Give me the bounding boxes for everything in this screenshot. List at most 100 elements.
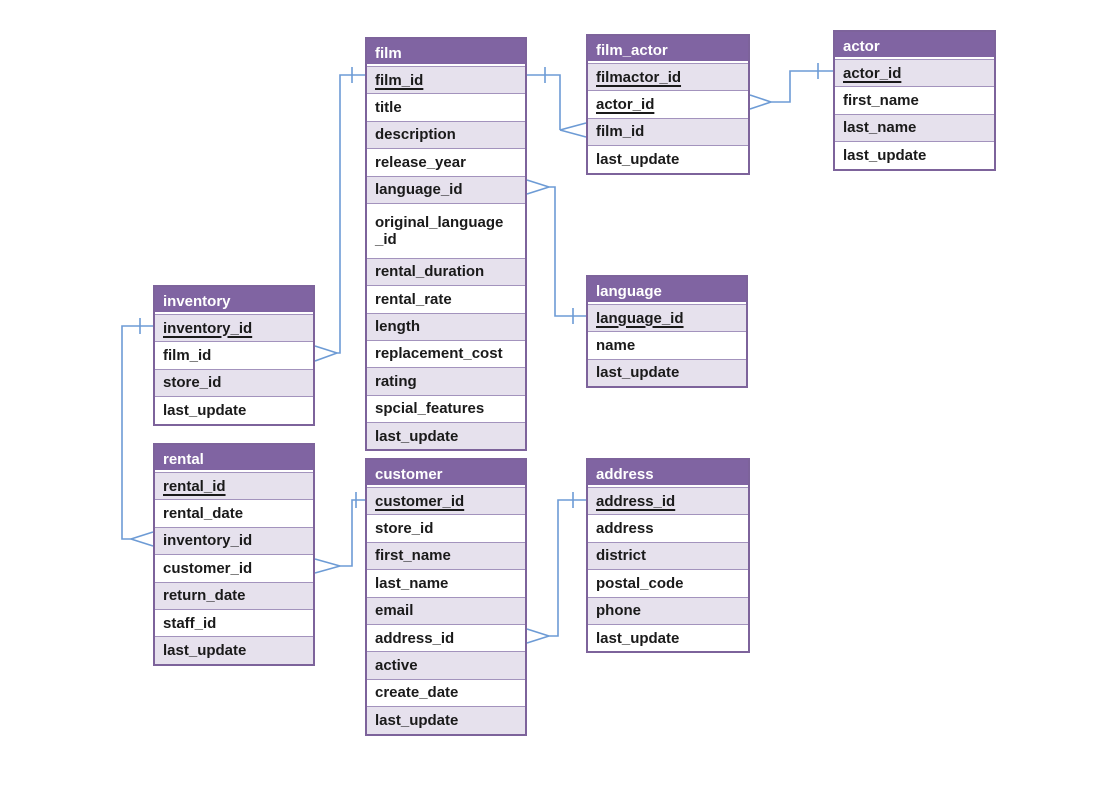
crows-foot-many-icon bbox=[559, 122, 587, 131]
column-name: store_id bbox=[163, 374, 222, 392]
relationship-rental-customer bbox=[314, 492, 365, 574]
column-row: replacement_cost bbox=[367, 339, 525, 368]
column-row: film_id bbox=[588, 117, 748, 146]
connector-line bbox=[771, 70, 833, 103]
crows-foot-many-icon bbox=[314, 345, 338, 354]
column-row: language_id bbox=[588, 304, 746, 332]
column-row: customer_id bbox=[155, 554, 313, 582]
column-name: staff_id bbox=[163, 614, 217, 632]
column-name-pk: inventory_id bbox=[163, 319, 253, 337]
column-row: create_date bbox=[367, 678, 525, 707]
column-name-pk: actor_id bbox=[843, 64, 902, 82]
column-name: description bbox=[375, 126, 456, 144]
column-name: active bbox=[375, 656, 418, 674]
column-name: last_update bbox=[596, 150, 680, 168]
column-row: address bbox=[588, 514, 748, 542]
column-name: first_name bbox=[843, 91, 919, 109]
column-name: email bbox=[375, 602, 414, 620]
table-title: film bbox=[367, 39, 525, 66]
relationship-inventory-film bbox=[314, 67, 365, 362]
column-row: store_id bbox=[155, 368, 313, 397]
column-name: rental_rate bbox=[375, 290, 452, 308]
column-row: inventory_id bbox=[155, 526, 313, 555]
column-row: rating bbox=[367, 367, 525, 395]
connector-line bbox=[549, 186, 586, 317]
column-row: staff_id bbox=[155, 608, 313, 637]
column-row: length bbox=[367, 312, 525, 340]
column-row: rental_rate bbox=[367, 285, 525, 313]
column-name: spcial_features bbox=[375, 400, 485, 418]
column-name: release_year bbox=[375, 153, 466, 171]
column-name: film_id bbox=[163, 346, 212, 364]
column-row: postal_code bbox=[588, 569, 748, 597]
relationship-rental-inventory bbox=[121, 318, 154, 547]
crows-foot-many-icon bbox=[130, 531, 154, 540]
column-name: original_language _id bbox=[375, 213, 504, 248]
relationship-customer-address bbox=[526, 492, 586, 644]
column-name: phone bbox=[596, 602, 641, 620]
column-row: title bbox=[367, 93, 525, 121]
column-row: original_language _id bbox=[367, 202, 525, 258]
column-row: spcial_features bbox=[367, 394, 525, 423]
column-name: store_id bbox=[375, 519, 434, 537]
column-row: address_id bbox=[367, 623, 525, 652]
relationship-film_actor-actor bbox=[749, 63, 833, 110]
column-name: inventory_id bbox=[163, 532, 253, 550]
column-row: store_id bbox=[367, 514, 525, 542]
column-row: rental_date bbox=[155, 499, 313, 527]
column-name: last_update bbox=[596, 629, 680, 647]
crows-foot-many-icon bbox=[314, 558, 341, 567]
column-name-pk: filmactor_id bbox=[596, 68, 682, 86]
crows-foot-many-icon bbox=[526, 186, 550, 195]
column-name: last_update bbox=[375, 711, 459, 729]
column-name-pk: address_id bbox=[596, 492, 676, 510]
column-name: last_update bbox=[843, 146, 927, 164]
connector-line bbox=[527, 74, 561, 130]
column-name: create_date bbox=[375, 684, 459, 702]
column-name: replacement_cost bbox=[375, 345, 503, 363]
column-row: rental_duration bbox=[367, 257, 525, 286]
column-name: rental_duration bbox=[375, 263, 485, 281]
table-title: language bbox=[588, 277, 746, 304]
column-name: last_update bbox=[163, 401, 247, 419]
crows-foot-many-icon bbox=[314, 352, 338, 362]
crows-foot-many-icon bbox=[526, 635, 550, 644]
column-row: address_id bbox=[588, 487, 748, 515]
column-row: inventory_id bbox=[155, 314, 313, 342]
column-name-pk: customer_id bbox=[375, 492, 465, 510]
column-name: return_date bbox=[163, 587, 246, 605]
column-name: name bbox=[596, 336, 636, 354]
table-title: actor bbox=[835, 32, 994, 59]
column-row: film_id bbox=[367, 66, 525, 94]
column-name: first_name bbox=[375, 547, 451, 565]
column-row: customer_id bbox=[367, 487, 525, 515]
column-row: return_date bbox=[155, 581, 313, 609]
column-row: last_update bbox=[367, 422, 525, 450]
column-row: last_name bbox=[367, 569, 525, 597]
column-name: rating bbox=[375, 372, 417, 390]
table-title: address bbox=[588, 460, 748, 487]
connector-line bbox=[340, 499, 365, 567]
column-row: active bbox=[367, 651, 525, 679]
column-row: last_update bbox=[155, 396, 313, 424]
column-name: last_update bbox=[375, 427, 459, 445]
column-row: last_update bbox=[835, 141, 994, 169]
column-name: address_id bbox=[375, 629, 455, 647]
column-row: last_update bbox=[588, 623, 748, 652]
crows-foot-many-icon bbox=[526, 628, 550, 637]
column-row: filmactor_id bbox=[588, 63, 748, 91]
column-row: rental_id bbox=[155, 472, 313, 500]
column-row: last_update bbox=[588, 358, 746, 387]
column-row: description bbox=[367, 120, 525, 149]
column-row: first_name bbox=[835, 86, 994, 114]
